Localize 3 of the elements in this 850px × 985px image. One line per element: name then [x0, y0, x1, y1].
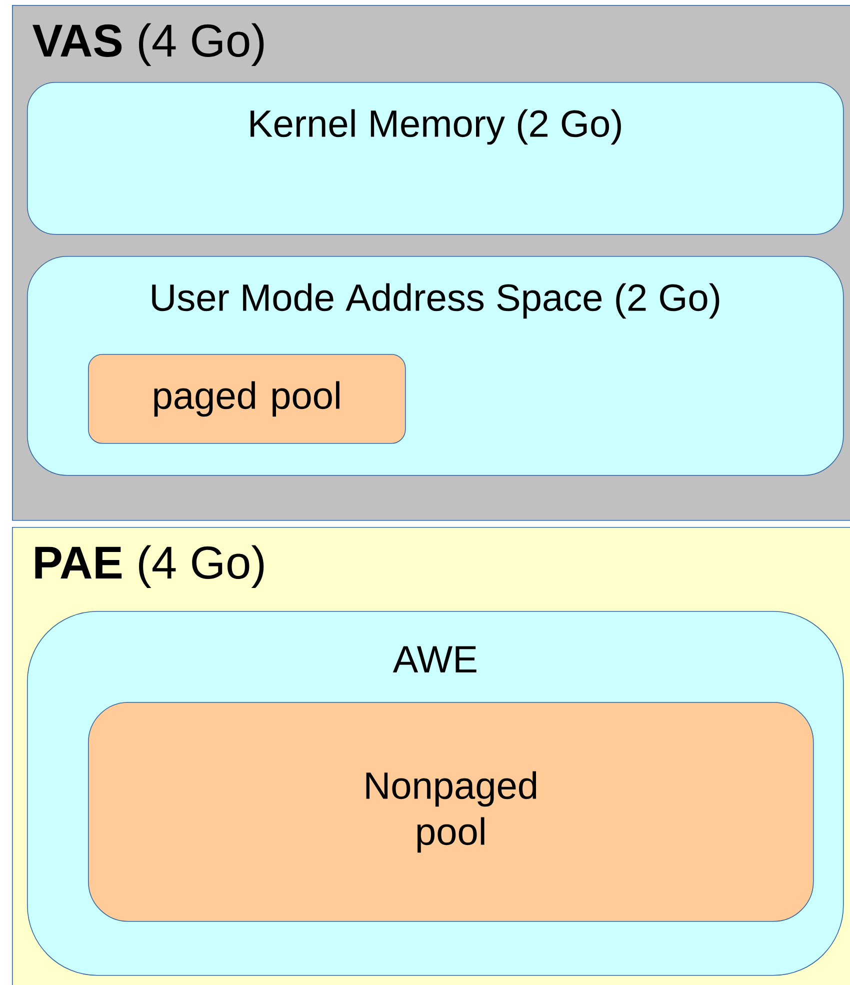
pool-box: Nonpaged pool [88, 702, 814, 922]
memory-region-box: Kernel Memory (2 Go) [27, 82, 844, 235]
pool-box: paged pool [88, 354, 406, 444]
